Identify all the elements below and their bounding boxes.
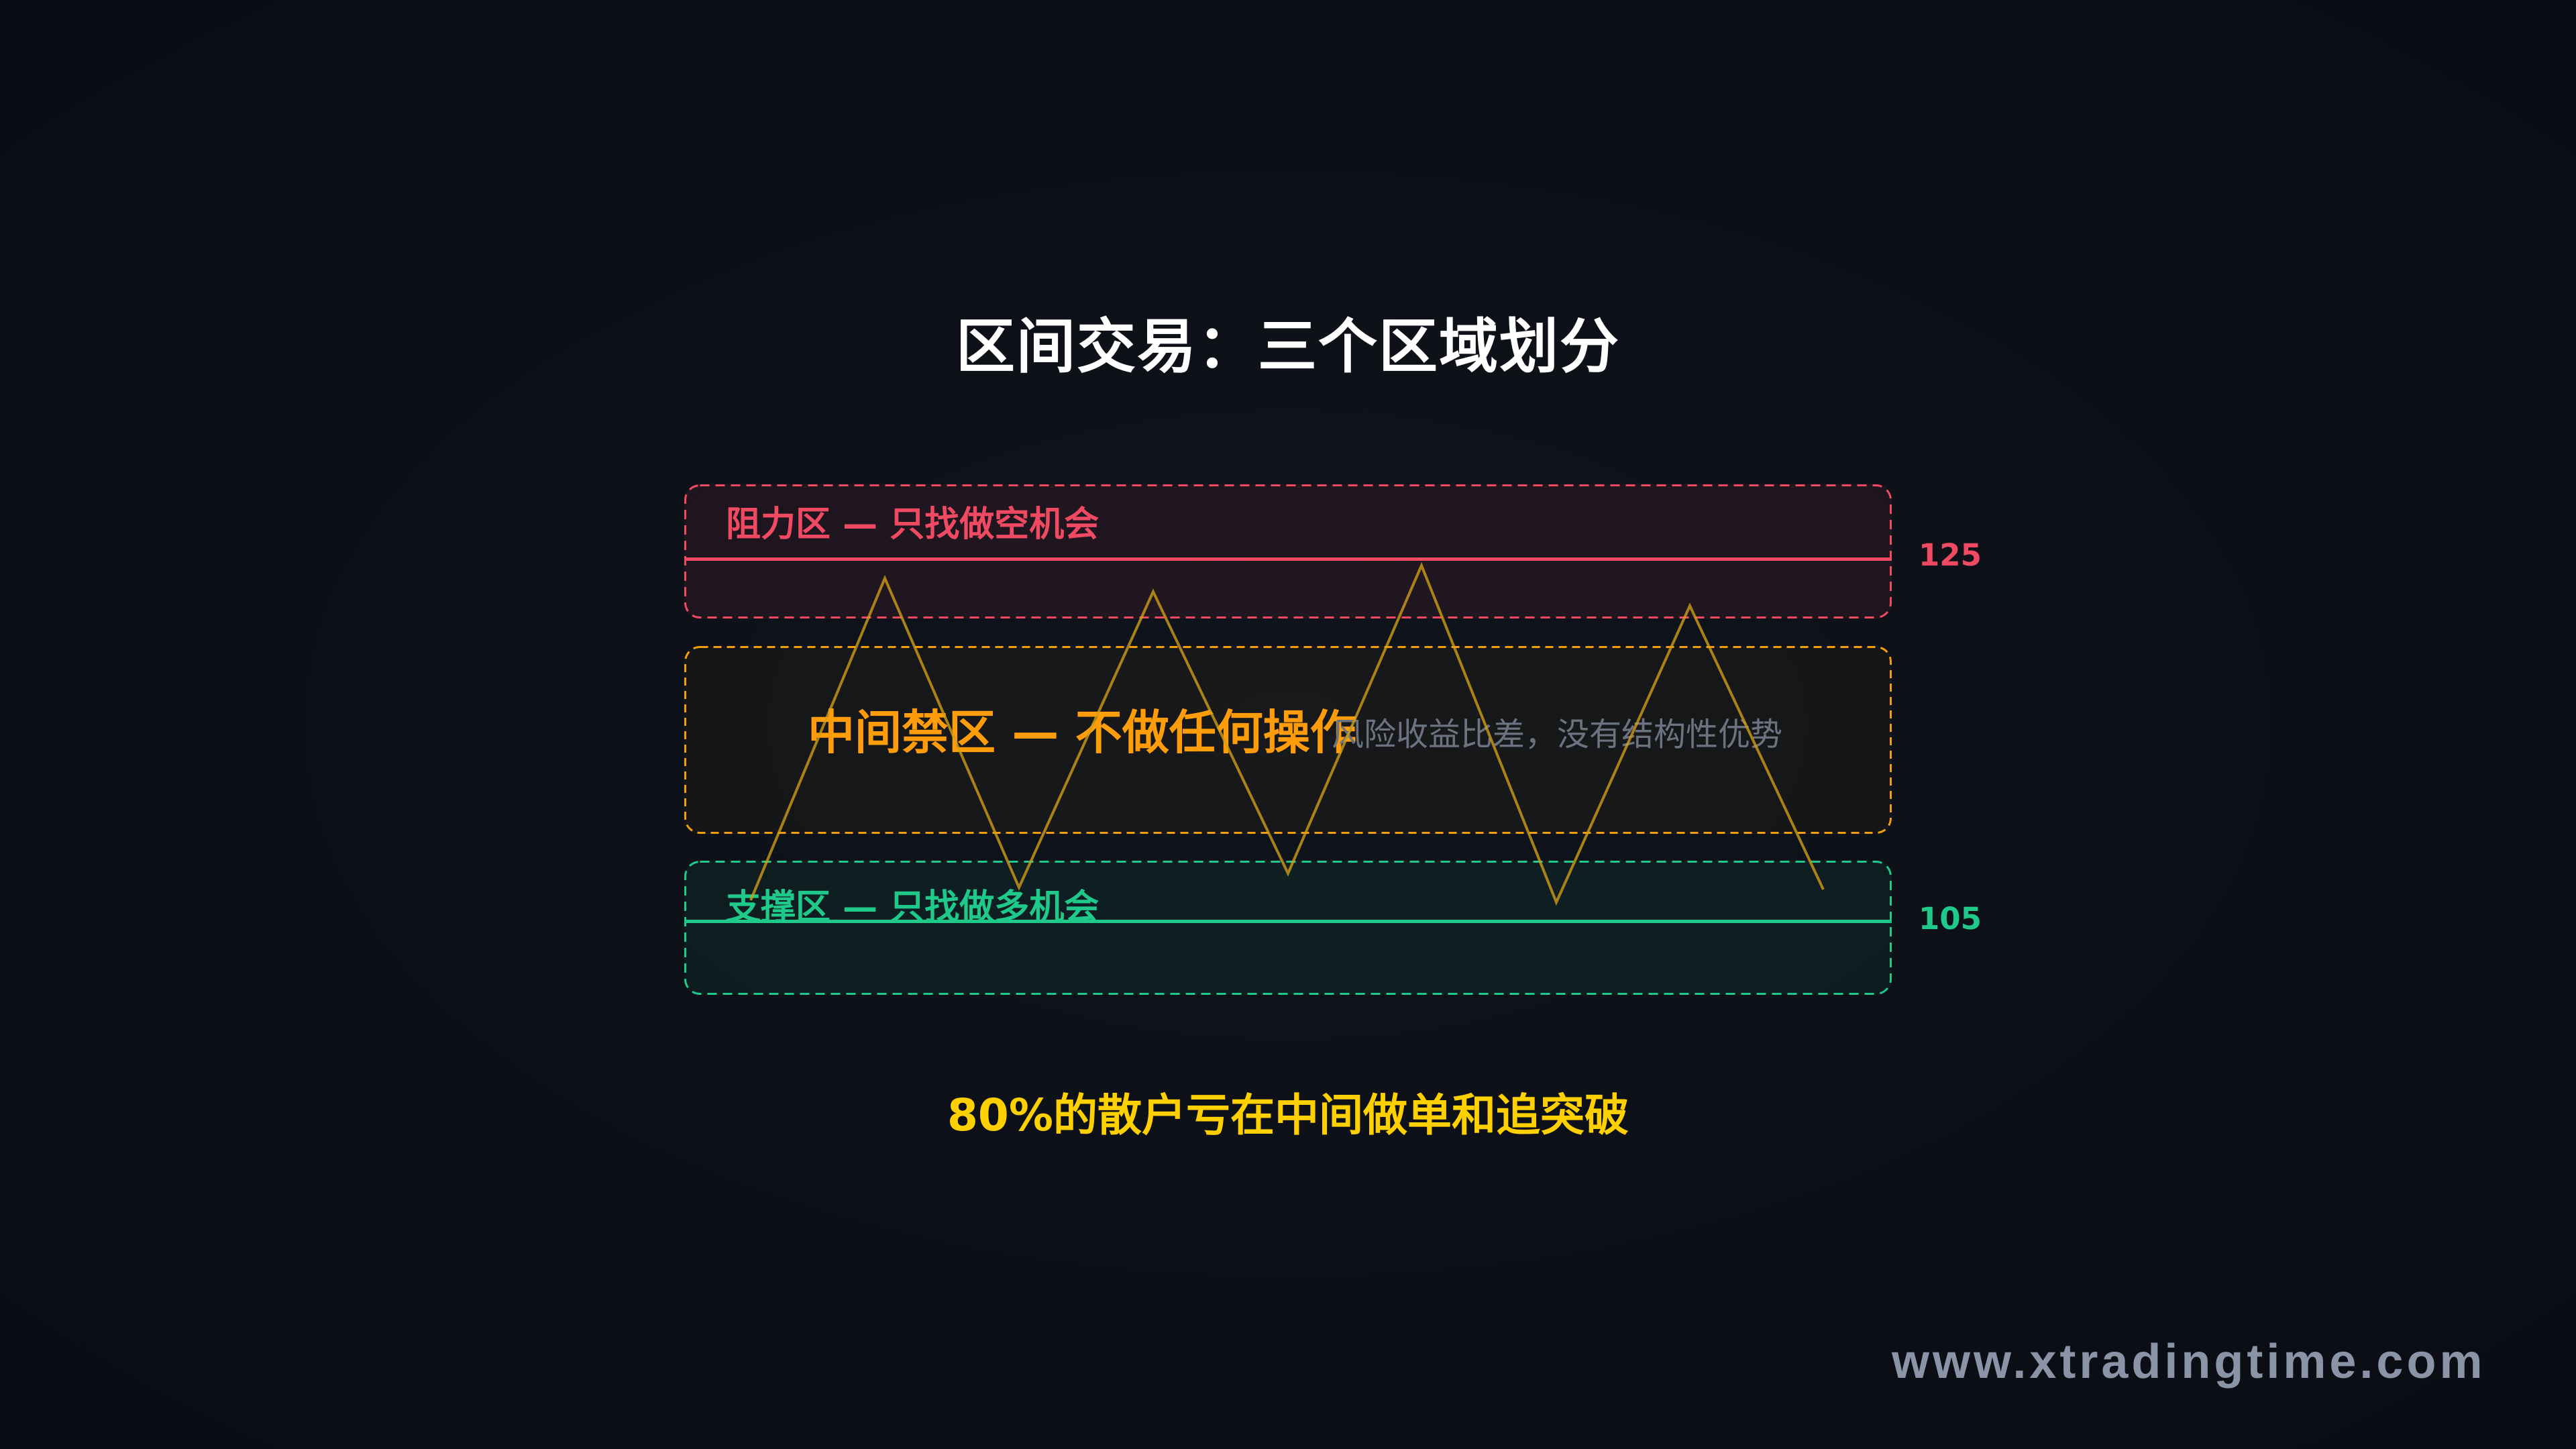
middle-zone-note: 风险收益比差，没有结构性优势 <box>1332 716 1783 753</box>
support-zone: 支撑区 — 只找做多机会 <box>684 861 1892 995</box>
support-price-label: 105 <box>1919 901 1982 936</box>
resistance-price-label: 125 <box>1919 537 1982 573</box>
page-title: 区间交易：三个区域划分 <box>955 312 1620 381</box>
resistance-line <box>684 557 1892 561</box>
bottom-note: 80%的散户亏在中间做单和追突破 <box>947 1089 1629 1141</box>
middle-no-trade-zone: 中间禁区 — 不做任何操作 风险收益比差，没有结构性优势 <box>684 646 1892 834</box>
resistance-zone: 阻力区 — 只找做空机会 <box>684 484 1892 619</box>
resistance-zone-label: 阻力区 — 只找做空机会 <box>726 504 1099 545</box>
support-line <box>684 920 1892 923</box>
resistance-zone-border <box>684 484 1892 619</box>
middle-zone-label: 中间禁区 — 不做任何操作 <box>808 705 1357 760</box>
watermark: www.xtradingtime.com <box>1892 1335 2486 1389</box>
